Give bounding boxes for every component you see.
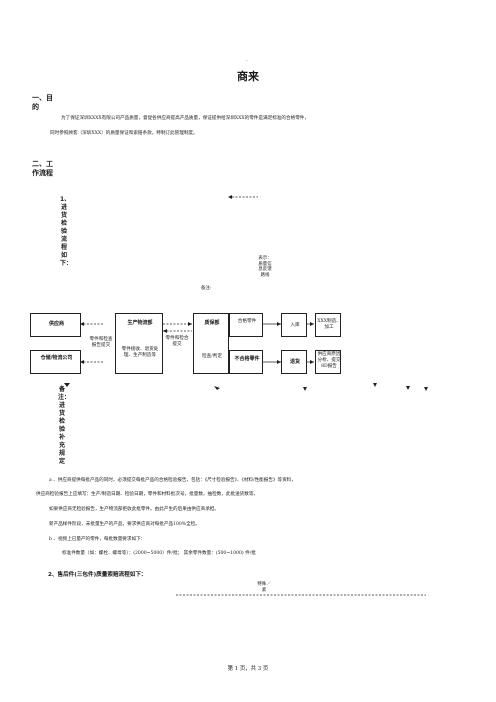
claim-box: 供应商原因分析、提交8D报告 bbox=[315, 350, 341, 374]
incoming-inspection-vertical-heading: 1、进货检验流程如下： bbox=[60, 196, 73, 267]
production-box: XXX制造、加工 bbox=[315, 313, 341, 337]
inspect-judge-label: 检查/判定 bbox=[202, 354, 222, 359]
stock-in-label: 入库 bbox=[290, 323, 300, 328]
warehouse-label: 仓储/物流公司 bbox=[40, 355, 73, 361]
page-footer: 第 1 页，共 3 页 bbox=[227, 666, 269, 672]
qualified-parts-box: 合格零件 bbox=[229, 313, 263, 337]
note-line: 新产品样件阶段，未批量生产的产品，要求供应商对每批产品100%全检。 bbox=[49, 522, 200, 527]
section-heading-line: 的 bbox=[32, 103, 39, 111]
purpose-paragraph-line: 同时参照顾客（深圳XXX）的质量保证和索赔条款，特制订此管理制度。 bbox=[50, 131, 198, 136]
note-line: 供应商检验报告上应填写：生产/制造日期、检验日期，零件和材料批次号，批量数，抽检… bbox=[36, 492, 259, 497]
section-heading-process: 二、工 作流程 bbox=[32, 160, 53, 178]
claim-label: 供应商原因分析、提交8D报告 bbox=[317, 352, 341, 369]
stock-in-box: 入库 bbox=[281, 313, 307, 337]
quality-dept-box: 质保部 检查/判定 bbox=[193, 313, 229, 374]
supplier-label: 供应商 bbox=[48, 321, 64, 327]
warehouse-box: 仓储/物流公司 bbox=[30, 350, 81, 374]
after-sales-claim-heading: 2、售后件(三包件)质量索赔流程如下： bbox=[48, 572, 147, 578]
receive-process-label: 零件接收、退货处理、生产制造等 bbox=[121, 347, 159, 358]
section-heading-purpose: 一、目 的 bbox=[32, 94, 53, 112]
sample-submit-label: 零件和检查报告提交 bbox=[89, 337, 113, 348]
supplementary-rules-vertical-heading: 备注：进货检验补充规定 bbox=[58, 386, 71, 465]
return-goods-box: 退货 bbox=[281, 350, 307, 374]
header-dot: - bbox=[246, 58, 248, 64]
note-line: b 、视频上已量产的零件，每批数量要求如下： bbox=[49, 537, 146, 542]
page-title: 商来 bbox=[237, 70, 259, 83]
unqualified-parts-box: 不合格零件 bbox=[229, 350, 263, 374]
note-line: a 、供应商提供每批产品的同时，必须提交每批产品的合格检验报告，包括：《尺寸检验… bbox=[49, 478, 296, 483]
section-heading-line: 作流程 bbox=[32, 169, 53, 177]
quality-dept-label: 质保部 bbox=[204, 320, 220, 326]
note-label: 备注: bbox=[201, 286, 212, 291]
section-heading-line: 二、工 bbox=[32, 160, 53, 168]
logistics-dept-label: 生产物流部 bbox=[127, 320, 153, 326]
logistics-dept-box: 生产物流部 零件接收、退货处理、生产制造等 bbox=[115, 313, 163, 374]
special-urgent-label: 特殊／紧 bbox=[257, 582, 271, 593]
note-line: 标准件数量（如：螺栓、螺母等）：(2000~5000）件/批； 其余零件数量：(… bbox=[62, 551, 256, 556]
production-label: XXX制造、加工 bbox=[317, 319, 341, 330]
feedback-legend-label: 表示：质量信息反馈路线 bbox=[258, 256, 272, 278]
qualified-parts-label: 合格零件 bbox=[237, 319, 257, 324]
return-goods-label: 退货 bbox=[289, 359, 300, 365]
supplier-box: 供应商 bbox=[30, 313, 81, 337]
note-line: 如果供应商无检验报告，生产物流部拒收此批零件。由此产生的后果由供应商承担。 bbox=[49, 507, 219, 512]
unqualified-parts-label: 不合格零件 bbox=[234, 356, 260, 362]
section-heading-line: 一、目 bbox=[32, 94, 53, 102]
part-submit-label: 零件和检合提交 bbox=[165, 336, 189, 347]
purpose-paragraph-line: 为了保证深圳XXXX有限公司产品质量，督促各供应商提高产品质量，保证提供给深圳X… bbox=[61, 116, 309, 121]
